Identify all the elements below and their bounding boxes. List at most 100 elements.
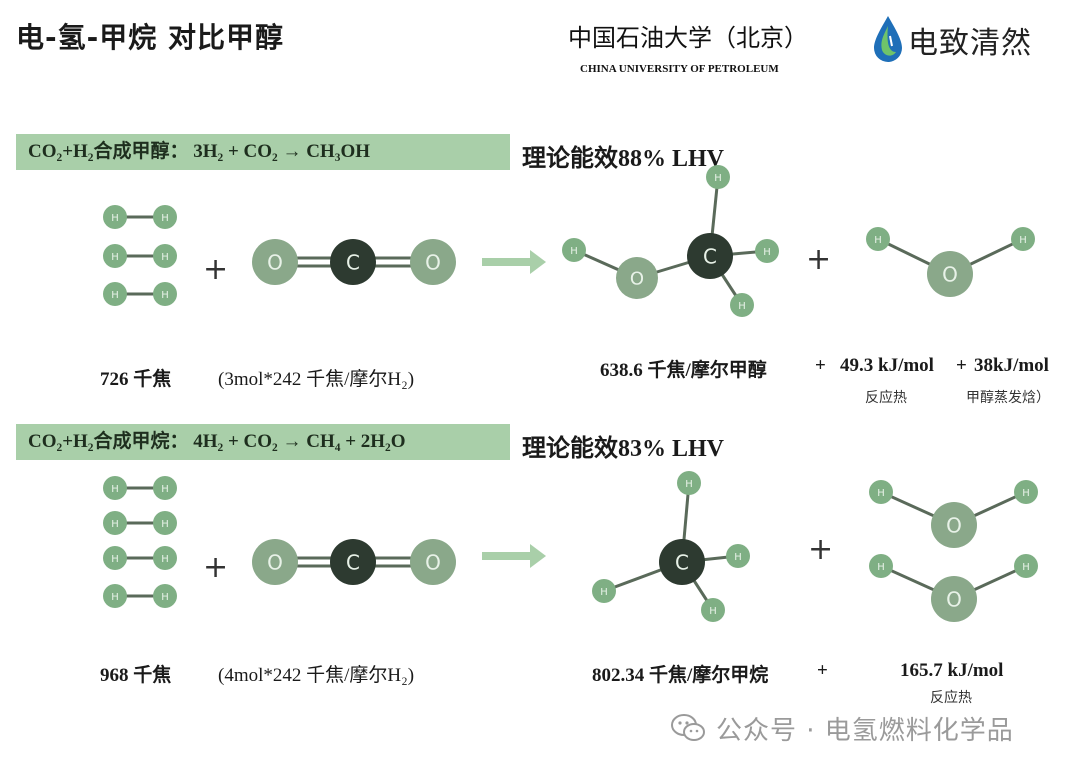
- methane-water-molecule-2-h-right: H: [1014, 554, 1038, 578]
- svg-text:H: H: [600, 587, 608, 598]
- methane-energy-input: 968 千焦: [100, 665, 172, 686]
- svg-text:H: H: [877, 562, 885, 573]
- svg-text:H: H: [874, 235, 882, 246]
- svg-text:H: H: [111, 484, 119, 495]
- wechat-icon: [671, 714, 705, 741]
- page-title: 电-氢-甲烷 对比甲醇: [16, 21, 284, 54]
- svg-text:H: H: [714, 173, 722, 184]
- methanol-vaporization-enthalpy: 38kJ/mol: [974, 355, 1049, 376]
- methane-water-molecule-2-oxygen: O: [931, 576, 977, 622]
- svg-text:H: H: [161, 213, 169, 224]
- plus-h2-co2-methanol: +: [203, 252, 229, 287]
- svg-text:O: O: [946, 587, 962, 611]
- methanol-oxygen: O: [616, 257, 658, 299]
- svg-text:H: H: [1022, 488, 1030, 499]
- svg-text:C: C: [675, 550, 689, 574]
- svg-text:H: H: [111, 213, 119, 224]
- brand-logo: 电致清然: [870, 12, 1060, 66]
- methane-h2-molecule-1-h-right: H: [153, 476, 177, 500]
- methane-water-molecule-1-h-left: H: [869, 480, 893, 504]
- methane-h2-molecule-3-h-left: H: [103, 546, 127, 570]
- methanol-reaction-heat: 49.3 kJ/mol: [840, 355, 934, 376]
- methanol-plus-1: +: [815, 355, 826, 376]
- methane-energy-output: 802.34 千焦/摩尔甲烷: [592, 665, 769, 686]
- svg-text:H: H: [111, 554, 119, 565]
- methanol-h2-molecule-3-h-left: H: [103, 282, 127, 306]
- methanol-reaction-heat-label: 反应热: [865, 390, 907, 406]
- methane-h-bottom: H: [701, 598, 725, 622]
- methane-h2-molecule-4-h-right: H: [153, 584, 177, 608]
- methane-co2-molecule-carbon: C: [330, 539, 376, 585]
- svg-text:C: C: [346, 550, 360, 574]
- methane-reaction-arrow: [482, 544, 546, 568]
- svg-text:C: C: [346, 250, 360, 274]
- watermark: 公众号 · 电氢燃料化学品: [670, 708, 1014, 748]
- svg-text:H: H: [111, 290, 119, 301]
- svg-text:H: H: [111, 519, 119, 530]
- svg-text:H: H: [161, 519, 169, 530]
- methanol-h-top: H: [706, 165, 730, 189]
- methanol-water-molecule-h-left: H: [866, 227, 890, 251]
- methane-h2-molecule-3-h-right: H: [153, 546, 177, 570]
- methanol-efficiency: 理论能效88% LHV: [522, 146, 725, 172]
- svg-text:H: H: [877, 488, 885, 499]
- methanol-h2-molecule-2-h-left: H: [103, 244, 127, 268]
- methanol-h2-molecule-3-h-right: H: [153, 282, 177, 306]
- svg-text:H: H: [161, 484, 169, 495]
- svg-text:O: O: [425, 250, 441, 274]
- methane-water-molecule-1-oxygen: O: [931, 502, 977, 548]
- methanol-water-molecule-h-right: H: [1011, 227, 1035, 251]
- droplet-logo-icon: [874, 16, 902, 62]
- svg-text:H: H: [111, 252, 119, 263]
- methane-efficiency: 理论能效83% LHV: [522, 436, 725, 462]
- methanol-co2-molecule-carbon: C: [330, 239, 376, 285]
- methane-energy-calc: (4mol*242 千焦/摩尔H₂): [218, 665, 415, 686]
- methanol-water-molecule-oxygen: O: [927, 251, 973, 297]
- methane-co2-molecule-oxygen-right: O: [410, 539, 456, 585]
- methanol-co2-molecule-oxygen-right: O: [410, 239, 456, 285]
- methane-water-molecule-2-h-left: H: [869, 554, 893, 578]
- methane-h2-molecule-2-h-left: H: [103, 511, 127, 535]
- methanol-h2-molecule-2-h-right: H: [153, 244, 177, 268]
- methane-plus-1: +: [817, 660, 828, 681]
- svg-text:H: H: [161, 554, 169, 565]
- methane-reaction-heat-label: 反应热: [930, 690, 972, 706]
- methanol-reaction-arrow: [482, 250, 546, 274]
- brand-name: 电致清然: [908, 26, 1032, 61]
- methane-reaction-heat: 165.7 kJ/mol: [900, 660, 1004, 681]
- svg-text:H: H: [161, 290, 169, 301]
- plus-h2-co2-methane: +: [203, 550, 229, 585]
- svg-text:H: H: [1022, 562, 1030, 573]
- svg-text:O: O: [630, 269, 644, 290]
- methanol-h2-molecule-1-h-right: H: [153, 205, 177, 229]
- methanol-vaporization-label: 甲醇蒸发焓）: [966, 390, 1050, 406]
- svg-text:C: C: [703, 244, 717, 268]
- svg-text:H: H: [734, 552, 742, 563]
- methanol-energy-input: 726 千焦: [100, 369, 172, 390]
- svg-text:H: H: [685, 479, 693, 490]
- methane-carbon: C: [659, 539, 705, 585]
- methane-equation-banner: CO₂+H₂合成甲烷： 4H₂ + CO₂ → CH₄ + 2H₂O: [16, 424, 510, 460]
- svg-text:H: H: [570, 246, 578, 257]
- svg-text:H: H: [1019, 235, 1027, 246]
- methane-h-left: H: [592, 579, 616, 603]
- svg-text:O: O: [425, 550, 441, 574]
- university-name-cn: 中国石油大学（北京）: [568, 24, 808, 52]
- svg-text:O: O: [942, 262, 958, 286]
- methane-water-molecule-1-h-right: H: [1014, 480, 1038, 504]
- methanol-co2-molecule-oxygen-left: O: [252, 239, 298, 285]
- methanol-equation-banner: CO₂+H₂合成甲醇： 3H₂ + CO₂ → CH₃OH: [16, 134, 510, 170]
- plus-methanol-water: +: [806, 242, 832, 277]
- methanol-carbon: C: [687, 233, 733, 279]
- methanol-h-hydroxyl: H: [562, 238, 586, 262]
- methanol-energy-calc: (3mol*242 千焦/摩尔H₂): [218, 369, 415, 390]
- svg-text:H: H: [161, 252, 169, 263]
- svg-text:H: H: [738, 301, 746, 312]
- svg-text:H: H: [709, 606, 717, 617]
- watermark-text: 公众号 · 电氢燃料化学品: [716, 715, 1014, 746]
- methane-co2-molecule-oxygen-left: O: [252, 539, 298, 585]
- svg-text:O: O: [267, 250, 283, 274]
- methanol-energy-output: 638.6 千焦/摩尔甲醇: [600, 360, 767, 381]
- methane-h2-molecule-1-h-left: H: [103, 476, 127, 500]
